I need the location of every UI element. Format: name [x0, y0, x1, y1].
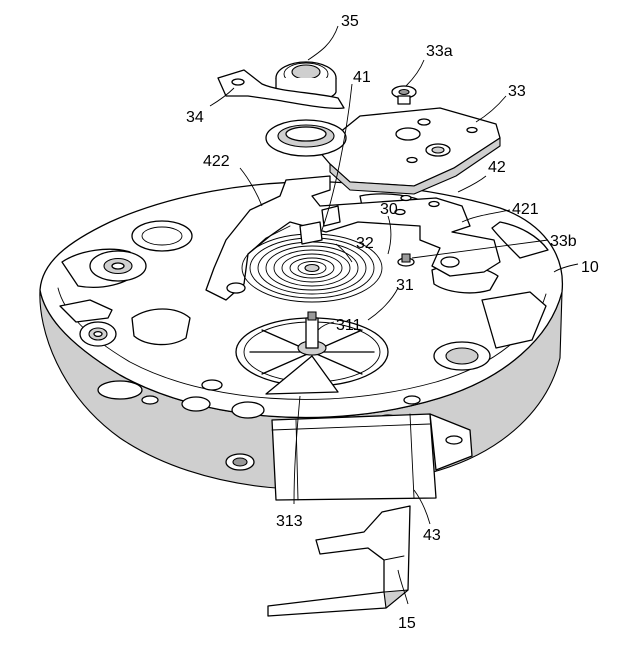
- label-33a: 33a: [426, 43, 453, 60]
- label-15: 15: [398, 615, 416, 632]
- label-42: 42: [488, 159, 506, 176]
- label-34: 34: [186, 109, 204, 126]
- label-32: 32: [356, 235, 374, 252]
- label-30: 30: [380, 201, 398, 218]
- label-10: 10: [581, 259, 599, 276]
- label-313: 313: [276, 513, 303, 530]
- screw-33a: [392, 86, 416, 104]
- label-33b: 33b: [550, 233, 577, 250]
- label-422: 422: [203, 153, 230, 170]
- label-33: 33: [508, 83, 526, 100]
- ring-component: [266, 120, 346, 156]
- label-41: 41: [353, 69, 371, 86]
- label-43: 43: [423, 527, 441, 544]
- label-31: 31: [396, 277, 414, 294]
- label-311: 311: [336, 317, 362, 334]
- label-35: 35: [341, 13, 359, 30]
- label-421: 421: [512, 201, 539, 218]
- coil-block-43: [272, 414, 472, 500]
